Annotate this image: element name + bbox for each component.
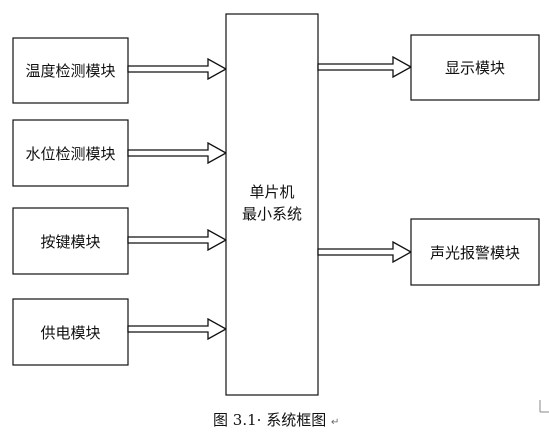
input-module-temperature-label: 温度检测模块 — [25, 62, 115, 80]
paragraph-mark: ↵ — [331, 417, 339, 428]
mcu-label-line-2: 最小系统 — [242, 205, 302, 223]
arrow-temperature-to-mcu — [127, 57, 228, 81]
caption-title: 系统框图 — [266, 411, 326, 429]
mcu-label-line-1: 单片机 — [249, 183, 294, 201]
figure-caption: 图 3.1· 系统框图 ↵ — [213, 411, 339, 429]
output-module-display-label: 显示模块 — [445, 59, 505, 77]
arrow-mcu-to-display — [317, 55, 413, 79]
input-module-water-level-label: 水位检测模块 — [25, 145, 115, 163]
input-module-power-label: 供电模块 — [40, 324, 100, 342]
caption-number: 3.1· — [233, 411, 262, 429]
arrow-power-to-mcu — [127, 317, 228, 341]
input-module-temperature: 温度检测模块 — [12, 37, 129, 104]
input-module-water-level: 水位检测模块 — [12, 119, 129, 187]
arrow-mcu-to-alarm — [317, 240, 413, 264]
arrow-water-level-to-mcu — [127, 141, 228, 165]
output-module-display: 显示模块 — [410, 34, 540, 101]
output-module-sound-light-alarm: 声光报警模块 — [410, 218, 540, 286]
caption-prefix: 图 — [213, 411, 228, 429]
input-module-keys: 按键模块 — [12, 207, 129, 275]
arrow-keys-to-mcu — [127, 228, 228, 252]
output-module-alarm-label: 声光报警模块 — [430, 244, 520, 262]
input-module-power: 供电模块 — [12, 298, 129, 366]
mcu-minimum-system: 单片机 最小系统 — [225, 13, 319, 396]
input-module-keys-label: 按键模块 — [40, 233, 100, 251]
page-corner-mark — [539, 400, 549, 413]
